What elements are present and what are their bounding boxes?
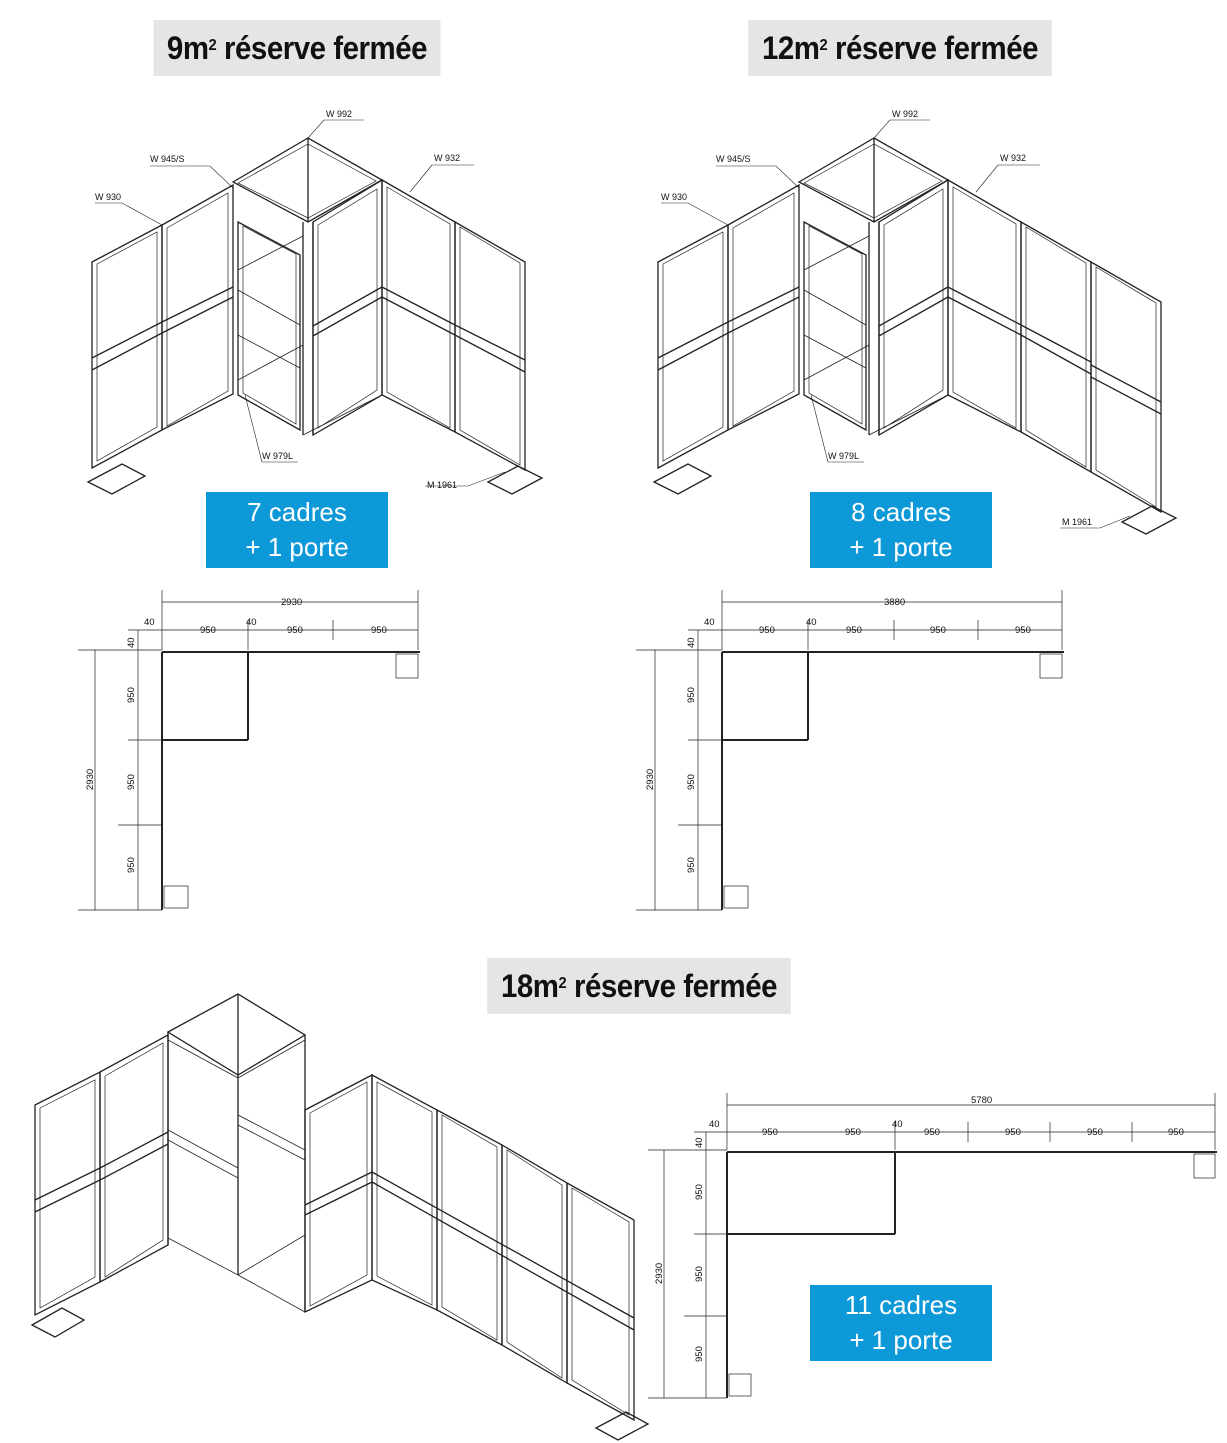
badge-door: + 1 porte: [245, 532, 349, 562]
dim-depth: 950: [686, 857, 697, 873]
label-top-connector: W 992: [892, 109, 918, 119]
isometric-view-12m2: [652, 119, 1178, 535]
plan-dimensions-12m2: 3880 40 40 950 950 950 950 40 950 950 95…: [645, 597, 1031, 873]
dim-width: 950: [930, 625, 946, 636]
dim-total-width: 2930: [281, 597, 302, 608]
dim-width: 950: [200, 625, 216, 636]
dim-width: 950: [762, 1127, 778, 1138]
dim-depth: 950: [126, 687, 137, 703]
dim-width: 950: [287, 625, 303, 636]
dim-width: 950: [371, 625, 387, 636]
dim-depth: 950: [686, 774, 697, 790]
dim-depth: 950: [694, 1266, 705, 1282]
dim-offset: 40: [126, 637, 137, 648]
label-door: W 979L: [828, 451, 859, 461]
dim-offset: 40: [709, 1119, 720, 1130]
dim-total-depth: 2930: [645, 769, 656, 790]
dim-total-width: 3880: [884, 597, 905, 608]
dim-offset: 40: [704, 617, 715, 628]
part-labels-9m2: W 992 W 945/S W 930 W 932 W 979L M 1961: [95, 109, 460, 490]
badge-door: + 1 porte: [849, 1325, 953, 1355]
isometric-view-18m2: [30, 993, 650, 1441]
title-prefix: 12m: [761, 29, 820, 66]
dim-depth: 950: [694, 1184, 705, 1200]
dim-width: 950: [845, 1127, 861, 1138]
dim-width: 950: [846, 625, 862, 636]
plan-dimensions-18m2: 5780 40 40 950 950 950 950 950 950 40 95…: [654, 1095, 1184, 1362]
title-suffix: réserve fermée: [827, 29, 1039, 66]
dim-depth: 950: [126, 857, 137, 873]
label-diagonal-brace: W 945/S: [150, 154, 185, 164]
dim-width: 950: [924, 1127, 940, 1138]
dim-offset: 40: [806, 617, 817, 628]
dim-width: 950: [1168, 1127, 1184, 1138]
badge-door: + 1 porte: [849, 532, 953, 562]
label-right-frame: W 932: [1000, 153, 1026, 163]
title-prefix: 9m: [166, 29, 209, 66]
dim-depth: 950: [126, 774, 137, 790]
floor-plan-9m2: [78, 590, 420, 911]
dim-depth: 950: [694, 1346, 705, 1362]
title-sup: 2: [558, 975, 567, 992]
isometric-view-9m2: [86, 119, 544, 495]
plan-dimensions-9m2: 2930 40 40 950 950 950 40 950 950 950 29…: [85, 597, 387, 873]
label-foot: M 1961: [1062, 517, 1092, 527]
label-left-frame: W 930: [95, 192, 121, 202]
title-sup: 2: [208, 37, 217, 54]
label-left-frame: W 930: [661, 192, 687, 202]
label-diagonal-brace: W 945/S: [716, 154, 751, 164]
dim-offset: 40: [892, 1119, 903, 1130]
label-top-connector: W 992: [326, 109, 352, 119]
floor-plan-12m2: [636, 590, 1064, 911]
dim-offset: 40: [246, 617, 257, 628]
label-foot: M 1961: [427, 480, 457, 490]
part-labels-12m2: W 992 W 945/S W 930 W 932 W 979L M 1961: [661, 109, 1092, 527]
title-sup: 2: [819, 37, 828, 54]
label-right-frame: W 932: [434, 153, 460, 163]
dim-width: 950: [1005, 1127, 1021, 1138]
floor-plan-18m2: [648, 1093, 1217, 1399]
dim-offset: 40: [144, 617, 155, 628]
frame-count-badge-9m2: 7 cadres + 1 porte: [206, 492, 388, 568]
title-suffix: réserve fermée: [216, 29, 428, 66]
label-door: W 979L: [262, 451, 293, 461]
dim-width: 950: [1015, 625, 1031, 636]
badge-frames: 8 cadres: [851, 497, 951, 527]
badge-frames: 11 cadres: [844, 1290, 958, 1320]
dim-total-width: 5780: [971, 1095, 992, 1106]
dim-width: 950: [759, 625, 775, 636]
frame-count-badge-18m2: 11 cadres + 1 porte: [810, 1285, 992, 1361]
frame-count-badge-12m2: 8 cadres + 1 porte: [810, 492, 992, 568]
dim-total-depth: 2930: [85, 769, 96, 790]
dim-offset: 40: [686, 637, 697, 648]
dim-total-depth: 2930: [654, 1263, 665, 1284]
dim-width: 950: [1087, 1127, 1103, 1138]
badge-frames: 7 cadres: [247, 497, 347, 527]
dim-depth: 950: [686, 687, 697, 703]
title-suffix: réserve fermée: [566, 967, 778, 1004]
dim-offset: 40: [694, 1137, 705, 1148]
title-prefix: 18m: [500, 967, 559, 1004]
